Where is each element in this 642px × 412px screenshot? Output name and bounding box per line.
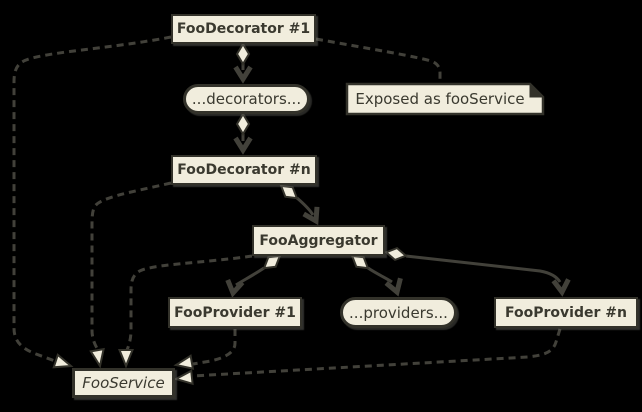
edge-decoratorN-aggregator <box>296 196 315 216</box>
node-fooaggregator: FooAggregator <box>252 225 385 256</box>
open-arrowhead-icon <box>233 65 253 84</box>
realization-arrowhead-icon <box>173 354 195 370</box>
edge-decoratorN-service <box>90 181 172 351</box>
open-arrowhead-icon <box>225 278 245 298</box>
realization-arrowhead-icon <box>118 349 134 369</box>
realization-arrowhead-icon <box>89 347 105 369</box>
edge-provider1-service <box>192 329 237 366</box>
composition-diamond-icon <box>384 246 408 262</box>
edge-aggregator-service <box>125 254 253 351</box>
realization-arrowhead-icon <box>52 353 74 369</box>
node-fooservice-interface: FooService <box>72 368 175 398</box>
composition-diamond-icon <box>279 184 299 200</box>
realization-arrowhead-icon <box>173 369 194 386</box>
composition-diamond-icon <box>235 112 251 136</box>
edge-decorator1-service <box>12 35 172 363</box>
composition-diamond-icon <box>235 42 251 66</box>
edge-providerN-service <box>191 328 562 378</box>
node-fooprovider-1: FooProvider #1 <box>168 297 302 328</box>
node-foodecorator-1: FooDecorator #1 <box>171 14 316 44</box>
composition-diamond-icon <box>262 254 282 270</box>
note-shape <box>345 82 545 116</box>
edge-aggregator-providers <box>367 266 393 284</box>
open-arrowhead-icon <box>551 278 571 297</box>
edge-aggregator-provider1 <box>235 266 265 287</box>
open-arrowhead-icon <box>384 277 403 297</box>
note-exposed-as-fooservice: Exposed as fooService <box>355 90 525 108</box>
open-arrowhead-icon <box>233 136 253 155</box>
edge-decorator1-note <box>315 37 442 84</box>
node-decorators-ellipsis: ...decorators... <box>183 84 310 114</box>
edge-aggregator-providerN <box>405 254 562 283</box>
open-arrowhead-icon <box>302 206 320 226</box>
node-foodecorator-n: FooDecorator #n <box>171 155 317 185</box>
note-fold-icon <box>529 82 545 98</box>
node-fooprovider-n: FooProvider #n <box>494 297 638 328</box>
node-providers-ellipsis: ...providers... <box>340 297 457 328</box>
composition-diamond-icon <box>350 254 370 270</box>
